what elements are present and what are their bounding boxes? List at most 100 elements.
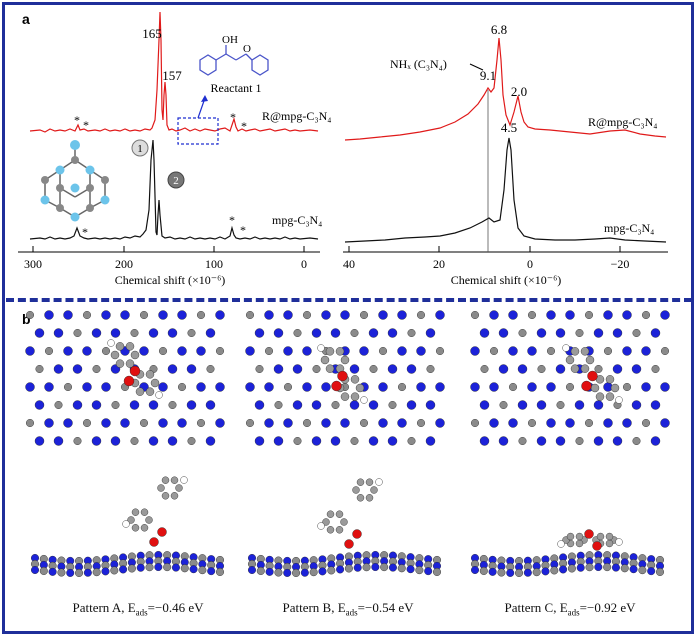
nitrogen-atom — [368, 328, 379, 338]
carbon-atom — [497, 568, 506, 577]
carbon-atom — [580, 364, 590, 373]
nitrogen-atom — [489, 310, 499, 320]
carbon-atom — [140, 524, 149, 532]
caption-pattern-c: Pattern C, Eads=−0.92 eV — [470, 600, 670, 618]
oxygen-atom — [337, 370, 348, 382]
oxygen-atom — [149, 537, 159, 547]
carbon-atom — [320, 355, 330, 365]
carbon-atom — [417, 418, 426, 427]
carbon-atom — [570, 347, 580, 356]
reactant-bond-4 — [245, 53, 253, 61]
carbon-atom — [471, 418, 480, 427]
nitrogen-atom — [31, 566, 40, 575]
oxygen-atom — [123, 375, 135, 387]
nitrogen-atom — [340, 310, 350, 320]
hydrogen-atom — [180, 476, 188, 484]
tick-label-0r: 0 — [527, 257, 533, 271]
carbon-atom — [175, 484, 183, 492]
nitrogen-atom — [435, 310, 445, 320]
nitrogen-atom — [311, 328, 322, 338]
carbon-atom — [245, 310, 254, 319]
carbon-atom — [344, 564, 353, 573]
carbon-atom — [518, 329, 527, 338]
nitrogen-atom — [353, 563, 362, 572]
hydrogen-atom — [155, 391, 163, 399]
nitrogen-atom — [283, 568, 292, 577]
caption-pattern-a: Pattern A, Eads=−0.46 eV — [38, 600, 238, 618]
heptazine-carbons — [41, 156, 109, 212]
nitrogen-atom — [631, 400, 642, 410]
nitrogen-atom — [196, 382, 206, 392]
carbon-atom — [35, 364, 44, 373]
reactant-ring-left — [199, 54, 217, 76]
tick-label-m20: −20 — [611, 257, 630, 271]
n-atom — [70, 183, 80, 193]
nitrogen-atom — [177, 418, 187, 428]
nitrogen-atom — [148, 328, 159, 338]
nitrogen-atom — [416, 382, 426, 392]
nitrogen-atom — [498, 328, 509, 338]
nitrogen-atom — [523, 568, 532, 577]
nitrogen-atom — [406, 565, 415, 574]
tick-label-40: 40 — [343, 257, 355, 271]
nitrogen-atom — [425, 436, 436, 446]
adsorbate-top-b — [317, 344, 368, 404]
nitrogen-atom — [622, 346, 632, 356]
carbon-atom — [623, 382, 632, 391]
caption-a-energy: =−0.46 eV — [147, 600, 204, 615]
side-view-pattern-b — [247, 551, 442, 577]
nitrogen-atom — [302, 382, 312, 392]
figure-frame — [2, 2, 694, 634]
hydrogen-atom — [317, 344, 325, 352]
nitrogen-atom — [565, 418, 575, 428]
carbon-atom — [642, 418, 651, 427]
carbon-atom — [187, 329, 196, 338]
nitrogen-atom — [397, 310, 407, 320]
carbon-atom — [388, 400, 397, 409]
carbon-atom — [480, 364, 489, 373]
carbon-atom — [54, 400, 63, 409]
carbon-atom — [255, 364, 264, 373]
nitrogen-atom — [555, 328, 566, 338]
black-spectrum-line — [29, 139, 319, 240]
nitrogen-atom — [612, 328, 623, 338]
carbon-atom — [415, 566, 424, 575]
peak-label-157: 157 — [162, 68, 182, 83]
left-series-bottom-label: mpg-C₃N₄ — [272, 213, 322, 227]
nitrogen-atom — [63, 346, 73, 356]
carbon-atom — [355, 383, 365, 393]
nitrogen-atom — [489, 382, 499, 392]
nitrogen-atom — [265, 567, 274, 576]
nitrogen-atom — [167, 328, 178, 338]
carbon-atom — [642, 310, 651, 319]
carbon-atom — [187, 436, 196, 445]
carbon-atom — [362, 563, 371, 572]
nitrogen-atom — [555, 436, 566, 446]
carbon-atom — [398, 382, 407, 391]
carbon-atom — [605, 392, 615, 401]
carbon-atom — [604, 347, 613, 356]
reactant-structure — [199, 45, 269, 76]
panel-a: a 300 200 100 0 Chemical shift (×10⁻⁶) 1… — [18, 11, 668, 287]
carbon-atom — [379, 347, 388, 356]
carbon-atom — [605, 532, 614, 541]
n-atom — [40, 195, 50, 205]
oxygen-atom — [129, 365, 141, 377]
hydrogen-atom — [615, 396, 623, 404]
reactant-bond-1 — [215, 53, 227, 61]
carbon-atom — [110, 350, 120, 360]
nitrogen-atom — [660, 418, 670, 428]
carbon-atom — [651, 364, 660, 373]
marker-1-circle — [131, 139, 149, 157]
carbon-atom — [575, 436, 584, 445]
nitrogen-atom — [371, 563, 380, 572]
right-series-bottom-label: mpg-C₃N₄ — [604, 221, 654, 235]
nitrogen-atom — [387, 436, 398, 446]
nitrogen-atom — [273, 436, 284, 446]
caption-b-text: Pattern B, E — [282, 600, 346, 615]
caption-c-sub: ads — [567, 607, 580, 618]
nhx-arrow — [469, 63, 484, 71]
caption-a-sub: ads — [135, 607, 148, 618]
carbon-atom — [92, 364, 101, 373]
carbon-atom — [566, 532, 575, 541]
